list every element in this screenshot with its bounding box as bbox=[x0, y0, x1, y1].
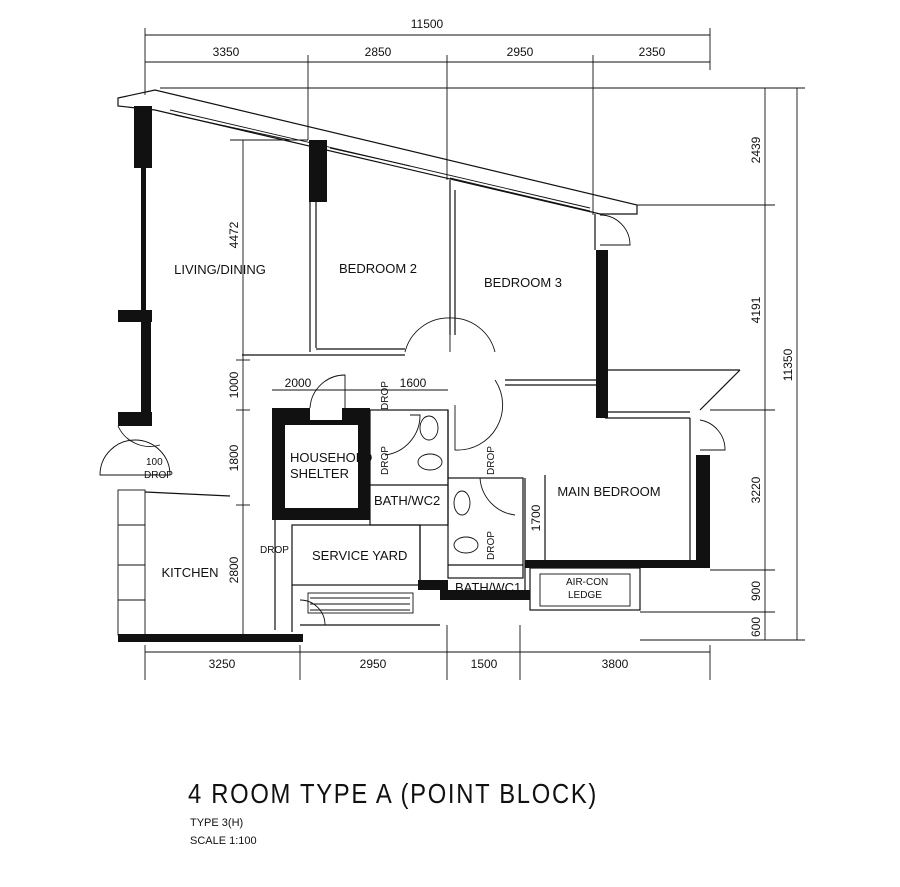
drop-label-service: DROP bbox=[260, 545, 289, 556]
plan-type: TYPE 3(H) bbox=[190, 817, 244, 829]
entry-dimension: 100 bbox=[146, 457, 163, 468]
dim-top-1: 3350 bbox=[213, 45, 240, 59]
dim-right-5: 600 bbox=[749, 617, 763, 637]
room-labels: LIVING/DINING BEDROOM 2 BEDROOM 3 MAIN B… bbox=[144, 261, 661, 601]
room-bath-wc1: BATH/WC1 bbox=[455, 580, 521, 595]
top-dimensions: 11500 3350 2850 2950 2350 bbox=[144, 17, 711, 215]
room-living-dining: LIVING/DINING bbox=[174, 262, 266, 277]
walls bbox=[117, 89, 741, 642]
dim-total-width: 11500 bbox=[411, 17, 444, 31]
dim-right-1: 2439 bbox=[749, 136, 763, 163]
room-bath-wc2: BATH/WC2 bbox=[374, 493, 440, 508]
drop-label-bath1: DROP bbox=[486, 531, 497, 560]
room-aircon-ledge-line2: LEDGE bbox=[568, 590, 602, 601]
room-bedroom-3: BEDROOM 3 bbox=[484, 275, 562, 290]
room-household-shelter-line1: HOUSEHOLD bbox=[290, 450, 372, 465]
dim-shelter-width: 2000 bbox=[285, 376, 312, 390]
drop-label-bath2-top: DROP bbox=[380, 381, 391, 410]
dim-bath2-width: 1600 bbox=[400, 376, 427, 390]
plan-title: 4 ROOM TYPE A (POINT BLOCK) bbox=[188, 778, 599, 809]
dim-bath1-depth: 1700 bbox=[529, 504, 543, 531]
drop-label-bath2: DROP bbox=[380, 446, 391, 475]
room-household-shelter-line2: SHELTER bbox=[290, 466, 349, 481]
drop-label-entry: DROP bbox=[144, 470, 173, 481]
dim-inner-3: 1800 bbox=[227, 444, 241, 471]
inner-dimensions: 4472 1000 1800 2800 2000 1600 1700 bbox=[227, 139, 546, 635]
dim-right-3: 3220 bbox=[749, 476, 763, 503]
dim-inner-2: 1000 bbox=[227, 371, 241, 398]
room-bedroom-2: BEDROOM 2 bbox=[339, 261, 417, 276]
dim-total-height: 11350 bbox=[781, 348, 795, 381]
dim-inner-4: 2800 bbox=[227, 556, 241, 583]
plan-scale: SCALE 1:100 bbox=[190, 835, 257, 847]
dim-bottom-1: 3250 bbox=[209, 657, 236, 671]
room-kitchen: KITCHEN bbox=[161, 565, 218, 580]
dim-right-2: 4191 bbox=[749, 296, 763, 323]
bottom-dimensions: 3250 2950 1500 3800 bbox=[144, 625, 711, 680]
room-aircon-ledge-line1: AIR-CON bbox=[566, 577, 608, 588]
dim-bottom-4: 3800 bbox=[602, 657, 629, 671]
dim-top-3: 2950 bbox=[507, 45, 534, 59]
right-dimensions: 2439 4191 3220 900 600 11350 bbox=[160, 87, 805, 641]
room-service-yard: SERVICE YARD bbox=[312, 548, 407, 563]
room-main-bedroom: MAIN BEDROOM bbox=[557, 484, 660, 499]
doors bbox=[99, 214, 726, 626]
dim-right-4: 900 bbox=[749, 581, 763, 601]
dim-inner-1: 4472 bbox=[227, 221, 241, 248]
dim-top-4: 2350 bbox=[639, 45, 666, 59]
dim-top-2: 2850 bbox=[365, 45, 392, 59]
dim-bottom-3: 1500 bbox=[471, 657, 498, 671]
dim-bottom-2: 2950 bbox=[360, 657, 387, 671]
drop-label-bath1-top: DROP bbox=[486, 446, 497, 475]
